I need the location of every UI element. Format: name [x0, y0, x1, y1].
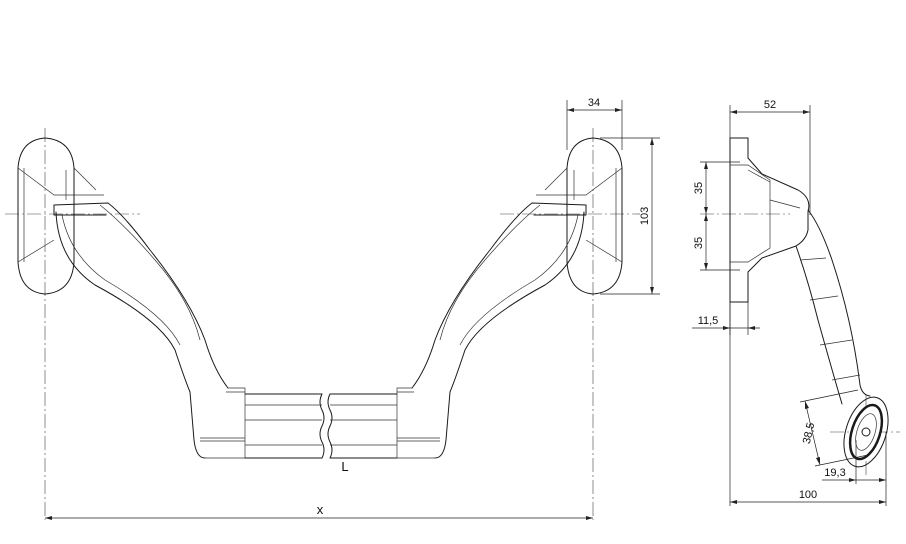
- knob-end: [843, 396, 889, 468]
- dimension-label-x: x: [317, 502, 324, 517]
- dimension-103: 103: [600, 137, 660, 295]
- dimension-100: 100: [729, 302, 887, 506]
- dimension-52: 52: [729, 99, 811, 215]
- dimension-x: x: [45, 502, 593, 520]
- dimension-label-103: 103: [639, 207, 651, 225]
- right-arm: [396, 202, 587, 459]
- length-label-L: L: [341, 459, 348, 474]
- dimension-label-100: 100: [799, 489, 817, 501]
- dimension-34: 34: [566, 97, 623, 150]
- dimension-label-35-upper: 35: [693, 182, 705, 194]
- dimension-label-19-3: 19,3: [824, 467, 845, 479]
- dimension-label-35-lower: 35: [693, 237, 705, 249]
- front-view: 34 103 x L: [5, 97, 660, 520]
- side-arm: [795, 209, 871, 405]
- dimension-label-11-5: 11,5: [698, 315, 719, 327]
- side-view: 52 35 35 11,5: [692, 99, 900, 506]
- center-tube: [244, 393, 398, 459]
- dimension-label-38-5: 38,5: [801, 422, 818, 446]
- side-mounting-plate: [729, 137, 810, 303]
- dimension-label-52: 52: [764, 99, 776, 111]
- dimension-label-34: 34: [588, 97, 600, 109]
- dimension-19-3: 19,3: [822, 432, 887, 484]
- dimension-35-pair: 35 35: [693, 161, 740, 271]
- left-arm: [53, 202, 246, 459]
- dimension-11-5: 11,5: [692, 300, 760, 335]
- left-mounting-base: [17, 137, 104, 295]
- dimension-38-5: 38,5: [799, 389, 869, 467]
- right-mounting-base: [536, 137, 623, 295]
